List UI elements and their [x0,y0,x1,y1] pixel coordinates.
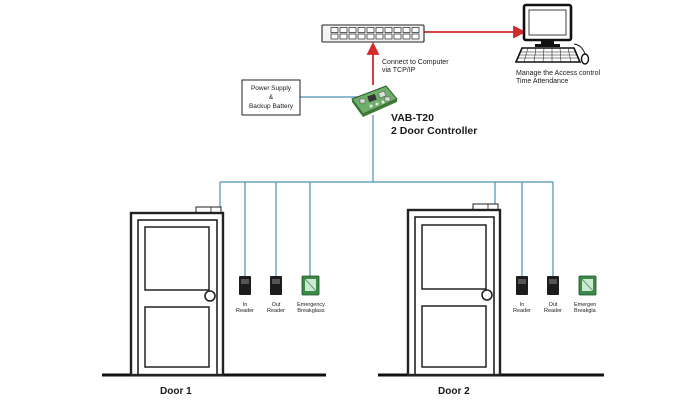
network-links [366,25,527,85]
in-reader-icon [239,276,251,295]
connect-label-line2: via TCP/IP [382,67,416,74]
computer-icon [514,3,590,65]
power-label-line3: Backup Battery [248,103,294,110]
door-2-in-reader-label: In Reader [512,302,532,314]
door-2-label: Door 2 [438,386,470,397]
wiring [219,96,554,276]
door-knob-1 [204,290,216,302]
door-panel-lower-1 [144,306,210,368]
power-label-line2: & [268,94,274,101]
mouse [580,53,590,65]
door-panel-upper-2 [421,224,487,290]
door-2-out-reader-label: Out Reader [543,302,563,314]
door-1 [129,206,225,377]
breakglass-icon [301,275,320,296]
controller-description: 2 Door Controller [391,125,478,137]
breakglass-icon [578,275,597,296]
door-1-breakglass-label: Emergency Breakglass [297,302,325,314]
door-2-devices [516,275,597,296]
door-2-breakglass-label: Emergen Breakgla [574,302,597,314]
out-reader-icon [270,276,282,295]
door-1-devices [239,275,320,296]
computer-caption-line2: Time Attendance [516,78,569,85]
controller-label: VAB-T20 2 Door Controller [391,112,477,138]
door-1-label: Door 1 [160,386,192,397]
arrow-head-up [366,41,380,55]
out-reader-icon [547,276,559,295]
power-label-line1: Power Supply [250,85,292,92]
controller-model: VAB-T20 [391,112,434,124]
arrow-head-right [513,25,527,39]
door-panel-lower-2 [421,305,487,368]
power-supply-box [241,79,301,116]
door-frame-2 [406,208,502,377]
door-1-out-reader-label: Out Reader [266,302,286,314]
door-knob-2 [481,289,493,301]
door-2 [406,203,502,377]
door-1-in-reader-label: In Reader [235,302,255,314]
door-panel-upper-1 [144,226,210,291]
computer-caption-line1: Manage the Access control [516,70,601,77]
controller-board [351,85,398,117]
in-reader-icon [516,276,528,295]
power-supply-label: Power Supply & Backup Battery [242,84,300,111]
network-switch [321,24,425,43]
connect-label: Connect to Computer via TCP/IP [382,59,449,75]
connect-label-line1: Connect to Computer [382,59,449,66]
computer-caption: Manage the Access control Time Attendanc… [516,70,600,86]
